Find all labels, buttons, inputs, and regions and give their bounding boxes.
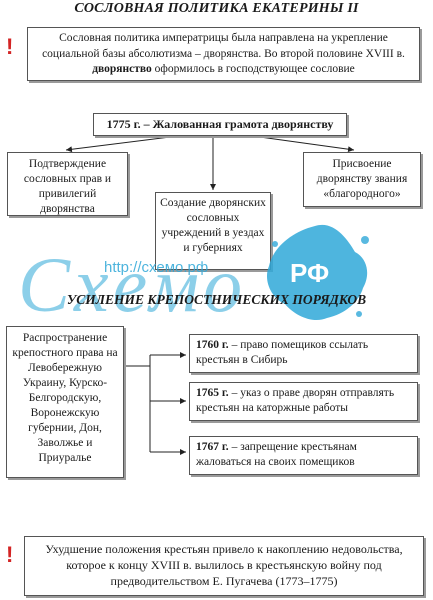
intro-text-before: Сословная политика императрицы была напр… <box>42 32 405 60</box>
branch-right-box: Присвоение дворянству звания «благородно… <box>303 152 421 207</box>
decree-1767-year: 1767 г. <box>196 441 229 453</box>
decree-1765-box: 1765 г. – указ о праве дворян отправлять… <box>189 382 418 421</box>
decree-1760-box: 1760 г. – право помещиков ссылать кресть… <box>189 334 418 373</box>
watermark-logo: Схемо <box>18 241 247 328</box>
intro-bold: дворянство <box>92 63 152 75</box>
watermark-splash-icon <box>266 224 369 321</box>
intro-text-after: оформилось в господствующее сословие <box>151 63 355 75</box>
intro-box: Сословная политика императрицы была напр… <box>27 27 420 81</box>
section-title: УСИЛЕНИЕ КРЕПОСТНИЧЕСКИХ ПОРЯДКОВ <box>66 292 367 307</box>
arrow-to-right-branch <box>259 136 355 153</box>
page-title: СОСЛОВНАЯ ПОЛИТИКА ЕКАТЕРИНЫ II <box>74 1 359 16</box>
exclamation-icon-2: ! <box>6 542 14 567</box>
decree-1767-text: – запрещение крестьянам жаловаться на св… <box>196 441 357 468</box>
decree-1765-text: – указ о праве дворян отправлять крестья… <box>196 387 395 414</box>
charter-box: 1775 г. – Жалованная грамота дворянству <box>93 113 347 136</box>
watermark-badge: РФ <box>290 258 330 288</box>
serfdom-spread-box: Распространение крепостного права на Лев… <box>6 326 124 478</box>
decree-1767-box: 1767 г. – запрещение крестьянам жаловать… <box>189 436 418 475</box>
conclusion-box: Ухудшение положения крестьян привело к н… <box>24 536 424 596</box>
arrow-to-left-branch <box>65 136 171 153</box>
watermark-url: http://схемо.рф <box>104 259 209 276</box>
decree-1765-year: 1765 г. <box>196 387 229 399</box>
branch-center-box: Создание дворянских сословных учреждений… <box>155 192 271 270</box>
decree-1760-year: 1760 г. <box>196 339 229 351</box>
branch-left-box: Подтверждение сословных прав и привилеги… <box>7 152 128 216</box>
exclamation-icon: ! <box>6 34 14 59</box>
decree-1760-text: – право помещиков ссылать крестьян в Сиб… <box>196 339 369 366</box>
